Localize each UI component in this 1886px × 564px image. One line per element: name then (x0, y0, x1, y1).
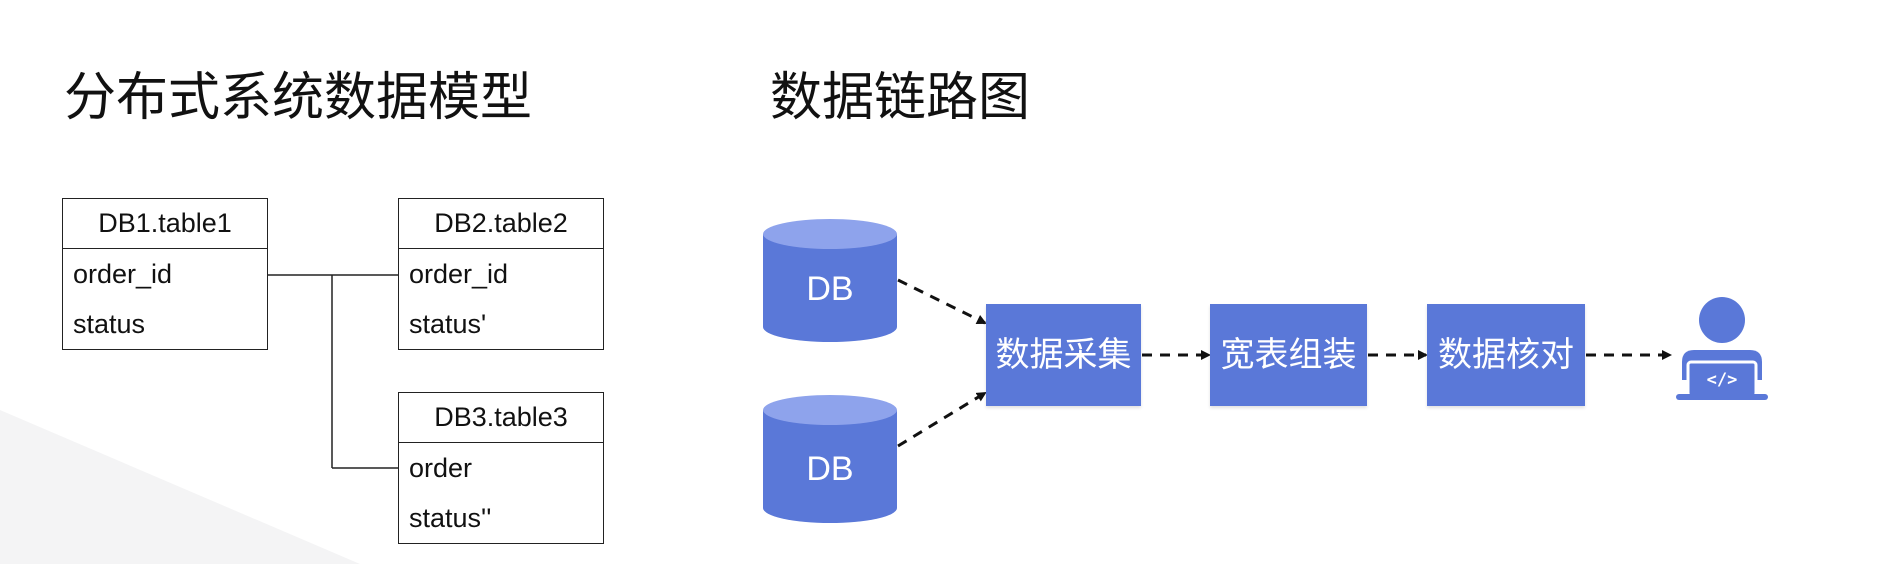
arrow-db2-to-collect (897, 391, 987, 448)
database-cylinder-1 (763, 219, 897, 342)
step-data-collection: 数据采集 (986, 304, 1141, 406)
table-db3: DB3.table3 order status'' (398, 392, 604, 544)
table-field: order_id (409, 259, 509, 289)
table-header: DB2.table2 (399, 199, 603, 249)
table-db2: DB2.table2 order_id status' (398, 198, 604, 350)
database-label: DB (806, 450, 854, 488)
table-header: DB3.table3 (399, 393, 603, 443)
table-field: order (409, 453, 473, 483)
database-cylinder-2 (763, 395, 897, 523)
table-connector (268, 274, 398, 469)
arrow-db1-to-collect (897, 278, 987, 325)
table-field: status'' (409, 503, 492, 533)
model-title: 分布式系统数据模型 (64, 68, 533, 128)
table-field: status (73, 309, 146, 339)
table-header: DB1.table1 (63, 199, 267, 249)
table-field: order_id (73, 259, 173, 289)
step-wide-table-assembly: 宽表组装 (1210, 304, 1367, 406)
developer-laptop-icon: </> (1676, 297, 1768, 400)
code-glyph: </> (1707, 370, 1738, 390)
pipeline-title: 数据链路图 (770, 68, 1031, 128)
table-field: status' (409, 309, 487, 339)
database-label: DB (806, 270, 854, 308)
step-data-verification: 数据核对 (1427, 304, 1585, 406)
table-db1: DB1.table1 order_id status (62, 198, 268, 350)
